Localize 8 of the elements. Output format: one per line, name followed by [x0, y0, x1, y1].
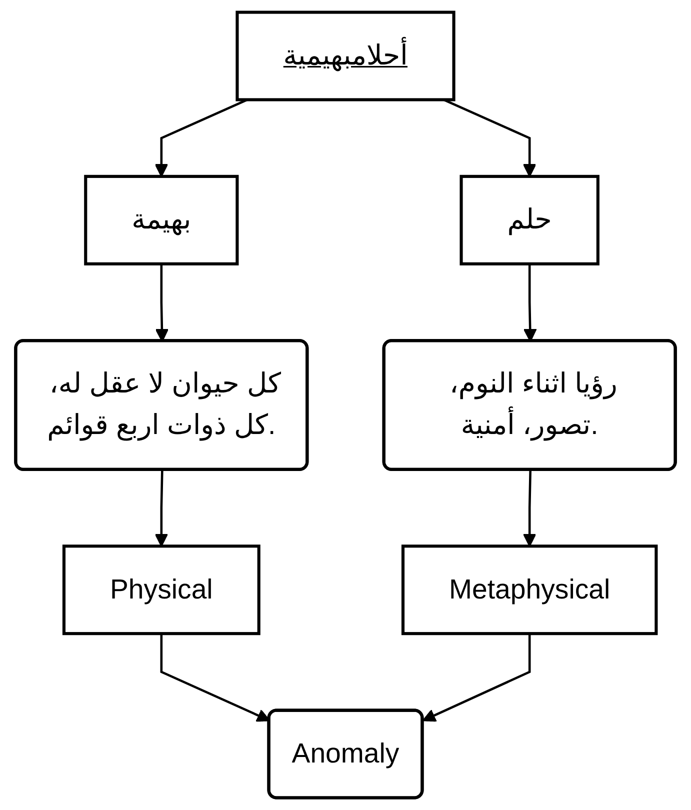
- arrow: [422, 634, 531, 722]
- node-box: حلم: [460, 174, 600, 266]
- node-box: Physical: [62, 544, 260, 636]
- arrow: [522, 470, 536, 547]
- arrow: [154, 470, 168, 547]
- node-box: Metaphysical: [401, 544, 658, 636]
- node-box: أحلامبهيمية: [236, 10, 456, 102]
- node-box: بهيمة: [84, 174, 239, 266]
